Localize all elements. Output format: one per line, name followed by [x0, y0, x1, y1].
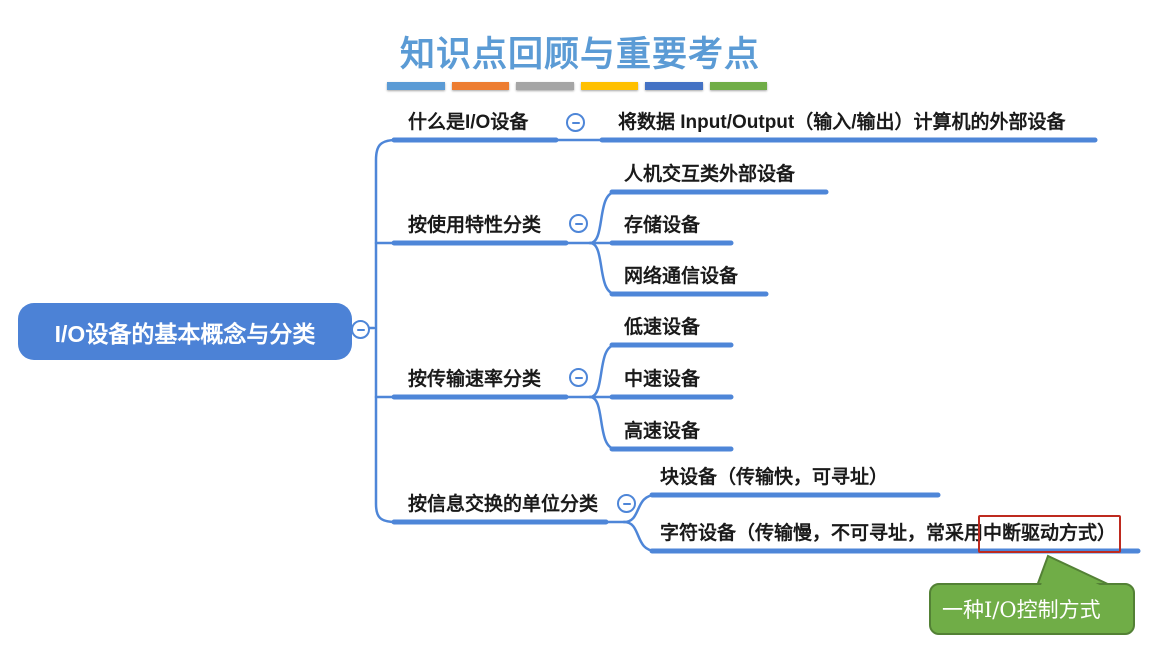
- topic-what-is-io[interactable]: 什么是I/O设备: [408, 112, 529, 133]
- page-title: 知识点回顾与重要考点: [399, 34, 760, 75]
- char-device-text: 字符设备（传输慢，不可寻址，常采用: [660, 523, 984, 544]
- divider-bar: [451, 82, 509, 90]
- title-divider-bars: [387, 82, 767, 90]
- collapse-minus-icon[interactable]: [351, 320, 370, 339]
- callout-shape: [929, 554, 1135, 635]
- collapse-minus-icon[interactable]: [617, 494, 636, 513]
- topic-mid-speed[interactable]: 中速设备: [624, 369, 701, 390]
- collapse-minus-icon[interactable]: [566, 113, 585, 132]
- topic-by-exchange-unit[interactable]: 按信息交换的单位分类: [408, 494, 599, 515]
- collapse-minus-icon[interactable]: [569, 214, 588, 233]
- topic-by-speed[interactable]: 按传输速率分类: [408, 369, 542, 390]
- divider-bar: [580, 82, 638, 90]
- topic-by-usage[interactable]: 按使用特性分类: [408, 215, 542, 236]
- topic-low-speed[interactable]: 低速设备: [624, 317, 701, 338]
- topic-char-devices[interactable]: 字符设备（传输慢，不可寻址，常采用中断驱动方式）: [660, 515, 1122, 553]
- divider-bar: [645, 82, 703, 90]
- callout-annotation: 一种I/O控制方式: [942, 598, 1101, 622]
- divider-bar: [516, 82, 574, 90]
- topic-network-devices[interactable]: 网络通信设备: [624, 266, 739, 287]
- topic-human-interaction-devices[interactable]: 人机交互类外部设备: [624, 164, 796, 185]
- collapse-minus-icon[interactable]: [569, 368, 588, 387]
- topic-block-devices[interactable]: 块设备（传输快，可寻址）: [660, 467, 889, 488]
- highlight-box: 中断驱动方式）: [978, 515, 1122, 553]
- divider-bar: [709, 82, 767, 90]
- root-topic[interactable]: I/O设备的基本概念与分类: [18, 303, 352, 360]
- topic-io-definition[interactable]: 将数据 Input/Output（输入/输出）计算机的外部设备: [618, 112, 1066, 133]
- topic-high-speed[interactable]: 高速设备: [624, 421, 701, 442]
- topic-storage-devices[interactable]: 存储设备: [624, 215, 701, 236]
- divider-bar: [387, 82, 445, 90]
